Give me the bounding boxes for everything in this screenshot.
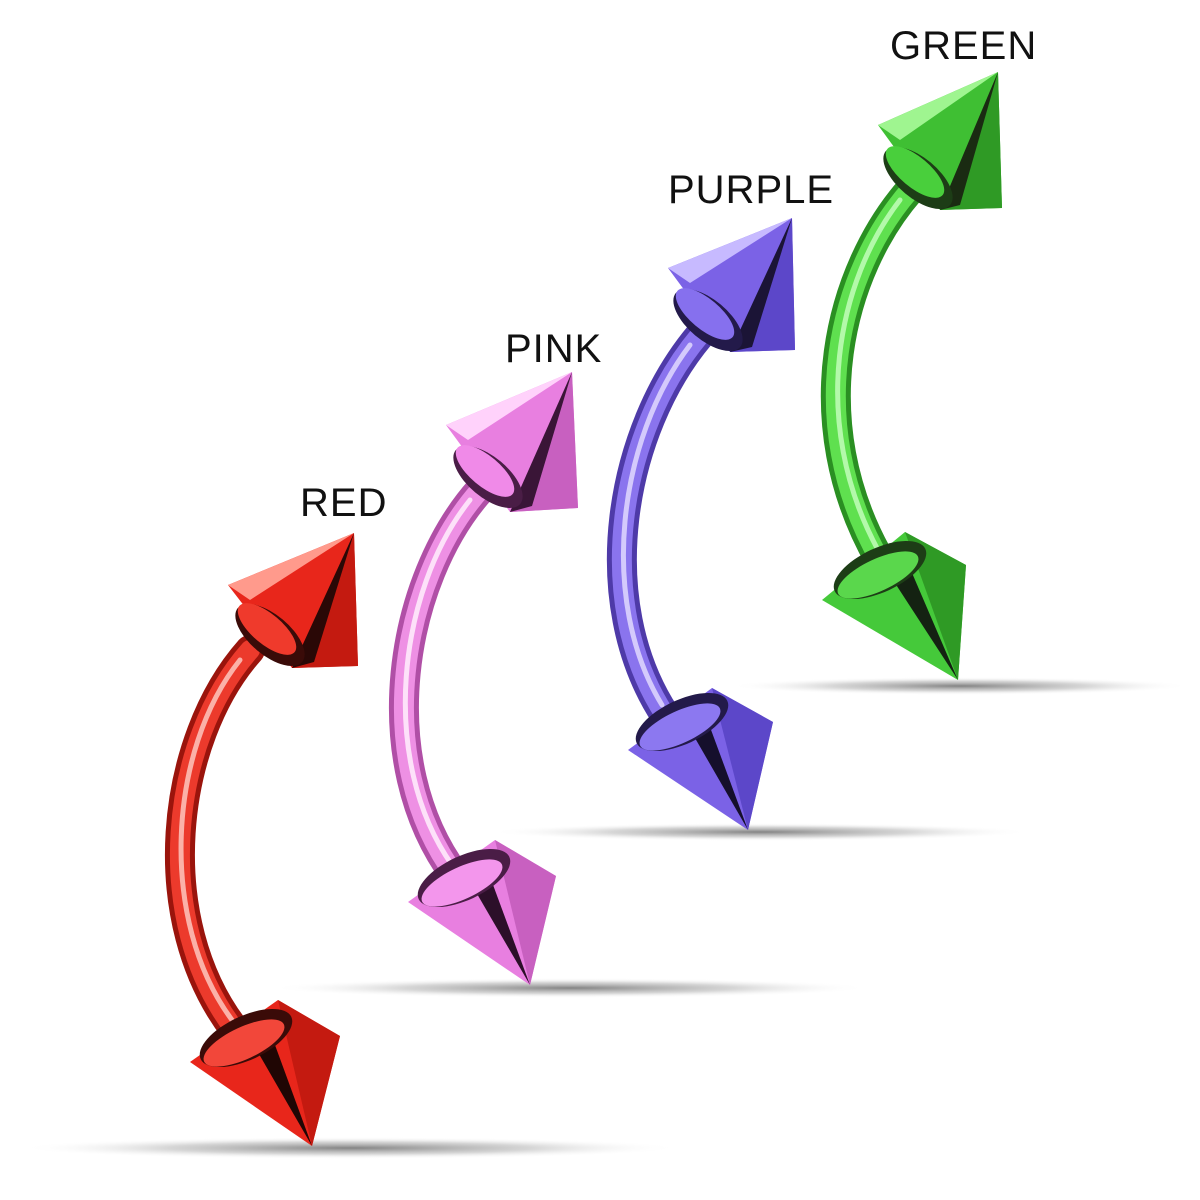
label-pink: PINK <box>505 327 603 371</box>
barbell-red-bottom-spike <box>190 1000 340 1146</box>
label-purple: PURPLE <box>668 168 835 212</box>
barbell-pink-bottom-spike <box>408 840 556 985</box>
barbell-green-bottom-spike <box>822 532 966 680</box>
floor-shadow-red <box>20 1137 680 1159</box>
barbell-red-top-spike <box>228 533 358 668</box>
floor-shadow-purple <box>490 823 1030 841</box>
floor-shadow-green <box>730 677 1190 695</box>
barbell-purple-bottom-spike <box>628 688 773 830</box>
barbell-pink <box>388 372 578 985</box>
barbell-red <box>165 533 358 1146</box>
label-red: RED <box>300 481 388 525</box>
barbell-green <box>820 72 1002 680</box>
label-green: GREEN <box>890 24 1038 68</box>
barbell-purple-top-spike <box>668 218 795 352</box>
barbell-pink-top-spike <box>446 372 578 512</box>
barbell-purple <box>606 218 795 830</box>
barbell-green-top-spike <box>878 72 1002 210</box>
floor-shadow-pink <box>270 978 870 998</box>
